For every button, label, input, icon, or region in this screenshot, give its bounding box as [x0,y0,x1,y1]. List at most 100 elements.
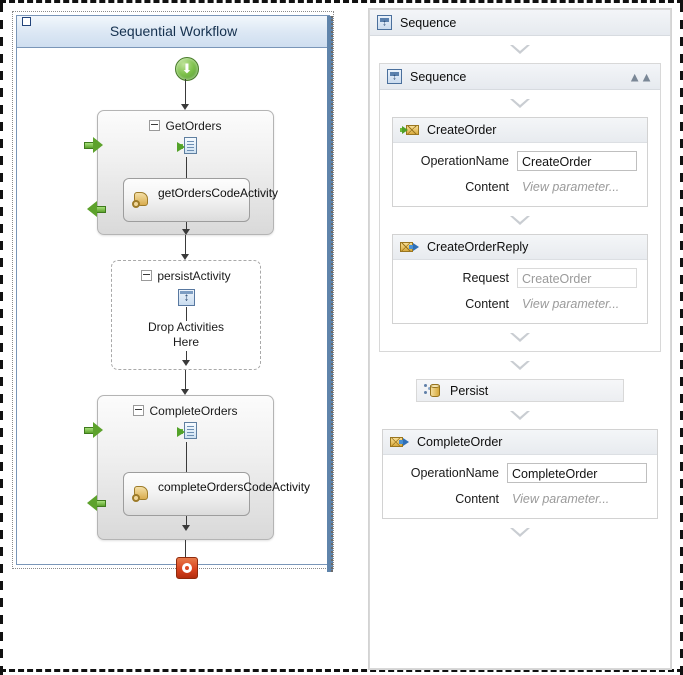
selection-handle[interactable] [22,17,31,26]
sequence-icon [377,15,392,30]
triangle-down-drop-icon [510,528,530,537]
drop-indicator-7[interactable] [370,519,670,546]
field-link-view-parameter[interactable]: View parameter... [522,297,620,311]
drop-indicator-2[interactable] [380,90,660,117]
activity-card-create-order[interactable]: CreateOrder OperationName CreateOrder Co… [392,117,648,207]
drop-indicator-3[interactable] [380,207,660,234]
field-row-request: Request CreateOrder [399,268,637,288]
activity-card-create-order-reply-title: CreateOrderReply [427,240,529,254]
workflow-scrollbar[interactable] [327,16,333,572]
workflow-design-surface[interactable]: Sequential Workflow ⬇ GetOrders [16,15,333,579]
workflow-canvas[interactable]: ⬇ GetOrders [17,48,330,579]
connector-line [186,157,187,178]
drop-indicator-6[interactable] [370,402,670,429]
field-link-view-parameter[interactable]: View parameter... [512,492,610,506]
activity-card-create-order-reply-header[interactable]: CreateOrderReply [393,235,647,260]
persist-database-icon [424,383,441,398]
activity-persistactivity[interactable]: persistActivity Drop Activities Here [111,260,261,370]
sequence-outer[interactable]: Sequence Sequence ▲▲ [369,9,671,669]
activity-getorderscodeactivity[interactable]: getOrdersCodeActivity [123,178,279,222]
connector-line [185,235,186,257]
connector-line [186,307,187,321]
field-row-content: Content View parameter... [389,489,647,509]
receive-envelope-icon [400,123,419,137]
activity-card-complete-order-header[interactable]: CompleteOrder [383,430,657,455]
field-row-operationname: OperationName CompleteOrder [389,463,647,483]
triangle-down-drop-icon [510,361,530,370]
activity-card-create-order-reply[interactable]: CreateOrderReply Request CreateOrder Con… [392,234,648,324]
green-arrow-right-icon [84,422,106,439]
drop-activities-text-line2: Here [172,335,199,349]
wf4-designer-panel[interactable]: Sequence Sequence ▲▲ [368,8,672,670]
field-link-view-parameter[interactable]: View parameter... [522,180,620,194]
field-label-request: Request [462,271,509,285]
workflow-scrollbar-thumb[interactable] [327,16,333,572]
connector-line [185,370,186,392]
collapse-expander-icon[interactable] [149,120,161,132]
collapse-expander-icon[interactable] [141,270,153,282]
activity-card-create-order-body: OperationName CreateOrder Content View p… [393,143,647,206]
field-label-content: Content [465,180,509,194]
connector-line [186,351,187,363]
sequential-workflow-panel[interactable]: Sequential Workflow ⬇ GetOrders [12,11,334,579]
sequence-inner-title: Sequence [410,69,467,84]
activity-getorders[interactable]: GetOrders [84,110,279,235]
code-scroll-icon [132,485,150,502]
activity-persistactivity-title: persistActivity [112,269,260,283]
sequence-outer-header[interactable]: Sequence [370,10,670,36]
sequence-inner[interactable]: Sequence ▲▲ CreateOrder [379,63,661,352]
green-arrow-left-icon [84,201,106,218]
triangle-down-drop-icon [510,99,530,108]
triangle-down-drop-icon [510,333,530,342]
activity-card-complete-order[interactable]: CompleteOrder OperationName CompleteOrde… [382,429,658,519]
activity-getorderscodeactivity-label: getOrdersCodeActivity [158,186,279,200]
field-label-operationname: OperationName [410,466,499,480]
connector-line [186,442,187,472]
activity-completeorders[interactable]: CompleteOrders [84,395,311,540]
field-input-operationname[interactable]: CompleteOrder [507,463,647,483]
receive-message-icon[interactable] [177,137,197,155]
selection-edge-left [0,3,3,675]
receive-message-icon[interactable] [177,422,197,440]
green-arrow-right-icon [84,137,106,154]
green-arrow-left-icon [84,495,106,512]
connector-line [186,222,187,232]
start-arrow-down-icon[interactable]: ⬇ [175,57,199,81]
activity-card-complete-order-body: OperationName CompleteOrder Content View… [383,455,657,518]
activity-completeorderscodeactivity-label: completeOrdersCodeActivity [158,480,311,494]
activity-card-persist[interactable]: Persist [416,379,624,402]
connector-arrowhead [181,389,189,395]
start-glyph: ⬇ [181,61,193,77]
field-input-operationname[interactable]: CreateOrder [517,151,637,171]
drop-indicator-4[interactable] [380,324,660,351]
field-label-operationname: OperationName [420,154,509,168]
connector-arrowhead [181,104,189,110]
triangle-down-drop-icon [510,45,530,54]
field-row-content: Content View parameter... [399,177,637,197]
sequence-inner-header[interactable]: Sequence ▲▲ [380,64,660,90]
drop-indicator-1[interactable] [370,36,670,63]
persist-icon[interactable] [178,289,195,306]
collapse-expander-icon[interactable] [133,405,145,417]
chevron-double-up-icon[interactable]: ▲▲ [628,69,653,84]
field-row-content: Content View parameter... [399,294,637,314]
activity-card-create-order-header[interactable]: CreateOrder [393,118,647,143]
activity-getorders-title: GetOrders [98,119,273,133]
workflow-title: Sequential Workflow [17,16,330,48]
connector-arrowhead [182,229,190,235]
triangle-down-drop-icon [510,216,530,225]
activity-card-persist-title: Persist [450,383,489,398]
drop-indicator-5[interactable] [370,352,670,379]
stop-square-icon[interactable] [176,557,198,579]
sequence-icon [387,69,402,84]
sequence-outer-title: Sequence [400,15,457,30]
connector-arrowhead [182,360,190,366]
connector-arrowhead [181,254,189,260]
activity-completeorderscodeactivity[interactable]: completeOrdersCodeActivity [123,472,311,516]
receive-envelope-icon [390,435,409,449]
field-input-request[interactable]: CreateOrder [517,268,637,288]
connector-line [185,540,186,557]
connector-arrowhead [182,525,190,531]
triangle-down-drop-icon [510,411,530,420]
